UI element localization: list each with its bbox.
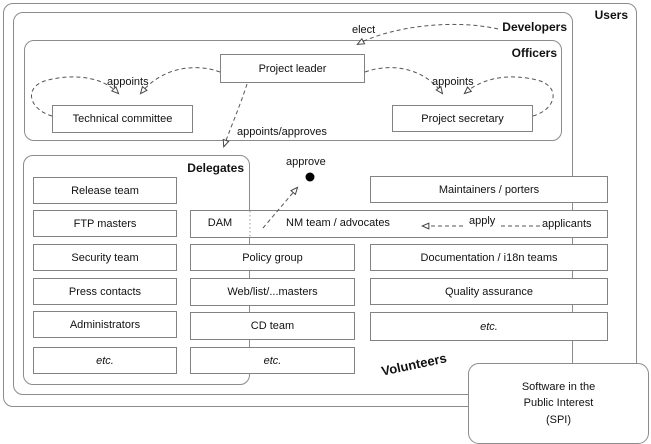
apply-label: apply: [466, 215, 499, 227]
spi-line2: Public Interest: [523, 397, 594, 410]
documentation-i18n-text: Documentation / i18n teams: [420, 251, 558, 264]
security-team-text: Security team: [71, 251, 139, 264]
appoints-left-label: appoints: [107, 76, 149, 88]
appoints-right-label: appoints: [432, 76, 474, 88]
spi-line1: Software in the: [521, 380, 596, 393]
middle-etc-text: etc.: [263, 354, 282, 367]
dam-nm-box: [190, 210, 608, 238]
quality-assurance-box: Quality assurance: [370, 278, 608, 305]
cd-team-box: CD team: [190, 312, 355, 340]
release-team-box: Release team: [33, 177, 177, 204]
press-contacts-text: Press contacts: [68, 285, 142, 298]
administrators-text: Administrators: [69, 318, 141, 331]
left-etc-text: etc.: [96, 354, 114, 367]
press-contacts-box: Press contacts: [33, 278, 177, 305]
technical-committee-box: Technical committee: [52, 105, 193, 133]
cd-team-text: CD team: [250, 320, 295, 332]
applicants-text: applicants: [542, 218, 592, 230]
middle-etc-box: etc.: [190, 347, 355, 374]
project-secretary-text: Project secretary: [421, 112, 504, 125]
security-team-box: Security team: [33, 244, 177, 271]
maintainers-porters-text: Maintainers / porters: [438, 183, 540, 196]
policy-group-box: Policy group: [190, 244, 355, 271]
policy-group-text: Policy group: [242, 251, 303, 264]
nm-team-text: NM team / advocates: [286, 217, 390, 229]
documentation-i18n-box: Documentation / i18n teams: [370, 244, 608, 271]
project-leader-text: Project leader: [258, 62, 327, 75]
developers-label: Developers: [502, 20, 567, 34]
spi-box: Software in the Public Interest (SPI): [468, 363, 649, 444]
approve-label: approve: [286, 156, 326, 168]
right-etc-box: etc.: [370, 312, 608, 341]
left-etc-box: etc.: [33, 347, 177, 374]
administrators-box: Administrators: [33, 311, 177, 338]
project-secretary-box: Project secretary: [392, 105, 533, 132]
spi-line3: (SPI): [545, 413, 572, 426]
officers-label: Officers: [511, 46, 557, 60]
release-team-text: Release team: [71, 184, 139, 197]
dam-text: DAM: [207, 217, 233, 229]
users-label: Users: [594, 8, 628, 22]
right-etc-text: etc.: [480, 320, 498, 333]
maintainers-porters-box: Maintainers / porters: [370, 176, 608, 203]
elect-label: elect: [352, 24, 376, 36]
delegates-label: Delegates: [187, 161, 244, 175]
quality-assurance-text: Quality assurance: [444, 285, 534, 298]
appoints-approves-label: appoints/approves: [237, 126, 327, 138]
technical-committee-text: Technical committee: [72, 113, 173, 125]
project-leader-box: Project leader: [220, 54, 365, 83]
web-list-masters-text: Web/list/...masters: [227, 286, 318, 298]
ftp-masters-text: FTP masters: [73, 217, 137, 230]
web-list-masters-box: Web/list/...masters: [190, 278, 355, 306]
ftp-masters-box: FTP masters: [33, 210, 177, 237]
